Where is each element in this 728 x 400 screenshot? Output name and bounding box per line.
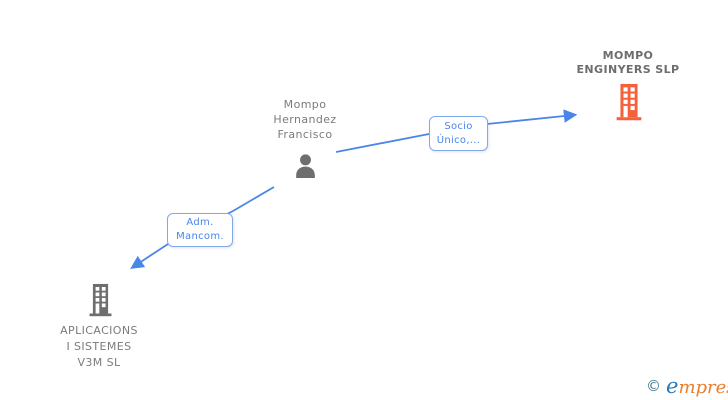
brand-rest: mpresia [678, 376, 728, 398]
building-icon[interactable] [87, 281, 114, 319]
brand-initial: e [666, 373, 679, 398]
person-name: Mompo Hernandez Francisco [273, 98, 337, 141]
building-icon[interactable] [611, 83, 647, 121]
brand-wordmark: empresia [666, 373, 728, 398]
company-name-aplicacions-sistemes: APLICACIONS I SISTEMES V3M SL [60, 324, 138, 369]
relation-label-adm-mancom[interactable]: Adm. Mancom. [167, 213, 233, 247]
company-name-mompo-enginyers: MOMPO ENGINYERS SLP [576, 49, 680, 76]
copyright-icon: © [646, 376, 661, 395]
relation-label-socio-unico[interactable]: Socio Único,... [429, 116, 488, 151]
person-icon[interactable] [291, 152, 320, 184]
empresia-logo[interactable]: © empresia [646, 373, 728, 399]
